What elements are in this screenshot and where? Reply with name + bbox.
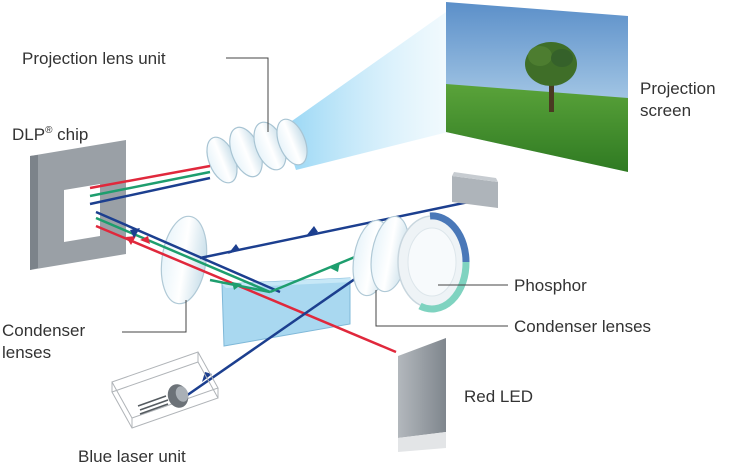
chip-to-lens-beams xyxy=(89,164,211,206)
label-projection-screen-line1: Projection xyxy=(640,79,716,98)
label-condenser-lenses-right: Condenser lenses xyxy=(514,317,651,336)
leader-condenser-right xyxy=(375,290,508,327)
right-condenser-lenses xyxy=(352,215,410,297)
label-projection-lens-unit: Projection lens unit xyxy=(22,49,166,68)
red-beam-arrow xyxy=(140,236,150,244)
label-dlp-chip: DLP® chip xyxy=(12,125,88,144)
projection-light-cone xyxy=(282,12,448,170)
label-dlp-mark: ® xyxy=(45,125,53,136)
leader-projection-lens xyxy=(226,57,269,132)
blue-upper-beam xyxy=(199,198,479,260)
label-phosphor: Phosphor xyxy=(514,276,587,295)
label-condenser-left-line1: Condenser xyxy=(2,321,86,340)
label-projection-screen-line2: screen xyxy=(640,101,691,120)
label-blue-laser-unit: Blue laser unit xyxy=(78,447,186,466)
leader-condenser-left xyxy=(122,300,187,333)
label-condenser-lenses-left: Condenser lenses xyxy=(2,321,90,362)
label-projection-screen: Projection screen xyxy=(640,79,720,120)
label-red-led: Red LED xyxy=(464,387,533,406)
phosphor-mirror xyxy=(452,172,498,208)
dlp-chip xyxy=(30,140,126,270)
blue-laser-unit xyxy=(111,351,219,429)
left-condenser-lens xyxy=(160,215,208,305)
projection-screen xyxy=(446,2,628,172)
tree-trunk xyxy=(549,72,554,112)
label-dlp-suffix: chip xyxy=(52,125,88,144)
return-beams xyxy=(95,210,397,354)
label-condenser-left-line2: lenses xyxy=(2,343,51,362)
phosphor-wheel xyxy=(397,212,470,313)
projection-lens-unit xyxy=(206,118,308,184)
red-led xyxy=(398,338,446,452)
label-dlp: DLP xyxy=(12,125,45,144)
laser-diode xyxy=(137,384,189,415)
